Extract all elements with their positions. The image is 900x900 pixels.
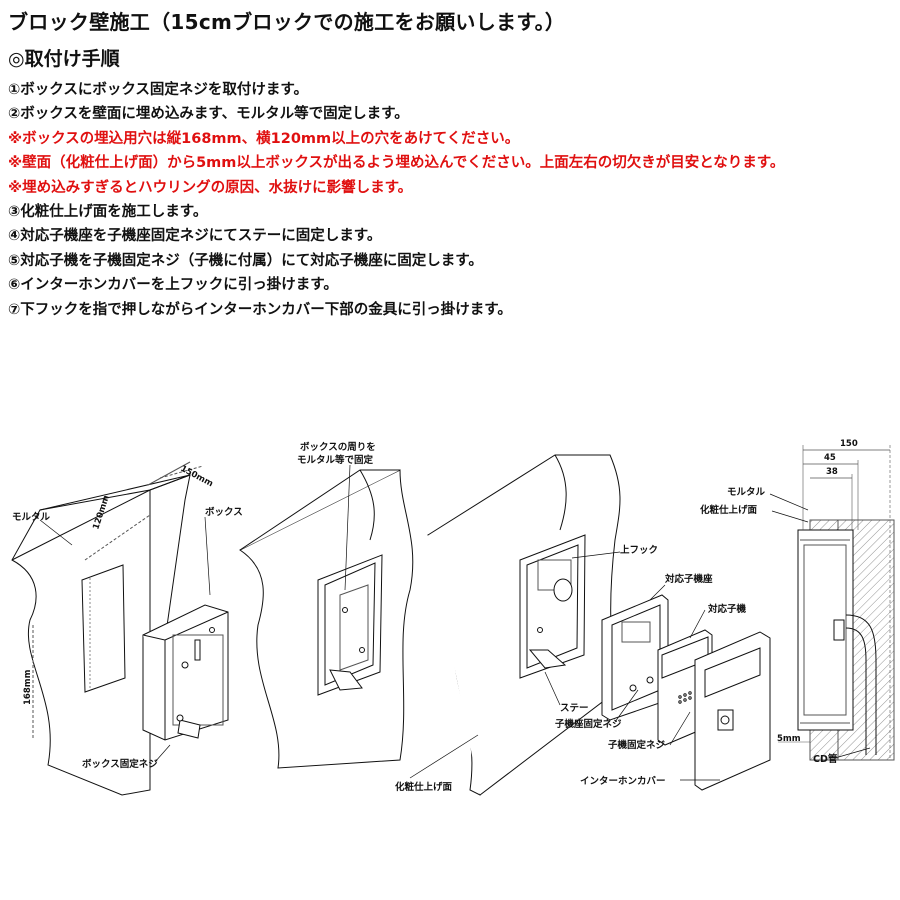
section-view: [778, 445, 895, 761]
label-mortar: モルタル: [12, 511, 51, 523]
warning-line: ※壁面（化粧仕上げ面）から5mm以上ボックスが出るよう埋め込んでください。上面左…: [8, 155, 785, 172]
step-line: ②ボックスを壁面に埋め込みます、モルタル等で固定します。: [8, 106, 409, 123]
label-section-finish: 化粧仕上げ面: [700, 504, 758, 516]
label-box-screw: ボックス固定ネジ: [82, 758, 158, 770]
label-seat-screw: 子機座固定ネジ: [555, 718, 622, 730]
step-line: ⑦下フックを指で押しながらインターホンカバー下部の金具に引っ掛けます。: [8, 301, 512, 318]
label-fix-note-2: モルタル等で固定: [297, 454, 374, 466]
label-upper-hook: 上フック: [620, 544, 658, 556]
dim-section-150: 150: [840, 439, 858, 449]
dim-168mm: 168mm: [23, 669, 33, 705]
label-unit: 対応子機: [707, 603, 747, 615]
label-section-mortar: モルタル: [727, 486, 766, 498]
step-line: ⑤対応子機を子機固定ネジ（子機に付属）にて対応子機座に固定します。: [8, 252, 483, 269]
dim-section-5mm: 5mm: [777, 734, 801, 744]
fig3-intercom-cover: [694, 631, 771, 791]
label-unit-screw: 子機固定ネジ: [608, 739, 666, 751]
dim-section-45: 45: [824, 453, 836, 463]
step-list: ①ボックスにボックス固定ネジを取付けます。 ②ボックスを壁面に埋め込みます、モルタ…: [8, 78, 898, 322]
dim-section-38: 38: [826, 467, 838, 477]
fig1-wall-hole: [11, 461, 204, 796]
label-unit-seat: 対応子機座: [664, 573, 713, 585]
fig1-box: [142, 604, 229, 741]
step-line: ③化粧仕上げ面を施工します。: [8, 203, 208, 220]
label-stay: ステー: [560, 703, 589, 714]
label-finish-surface: 化粧仕上げ面: [395, 781, 453, 793]
step-line: ①ボックスにボックス固定ネジを取付けます。: [8, 82, 308, 98]
label-box: ボックス: [205, 506, 243, 518]
procedure-heading: ◎取付け手順: [8, 48, 120, 70]
label-fix-note-1: ボックスの周りを: [300, 441, 376, 453]
page-title: ブロック壁施工（15cmブロックでの施工をお願いします。）: [8, 10, 566, 34]
fig3-wall-finished: [427, 454, 621, 796]
fig2-wall-embedded: [239, 469, 414, 769]
leader-lines: [39, 464, 871, 781]
step-line: ⑥インターホンカバーを上フックに引っ掛けます。: [8, 277, 338, 294]
label-cover: インターホンカバー: [580, 775, 666, 787]
label-cd-pipe: CD管: [813, 753, 838, 765]
warning-line: ※ボックスの埋込用穴は縦168mm、横120mm以上の穴をあけてください。: [8, 130, 520, 147]
warning-line: ※埋め込みすぎるとハウリングの原因、水抜けに影響します。: [8, 179, 413, 196]
step-line: ④対応子機座を子機座固定ネジにてステーに固定します。: [8, 228, 382, 245]
